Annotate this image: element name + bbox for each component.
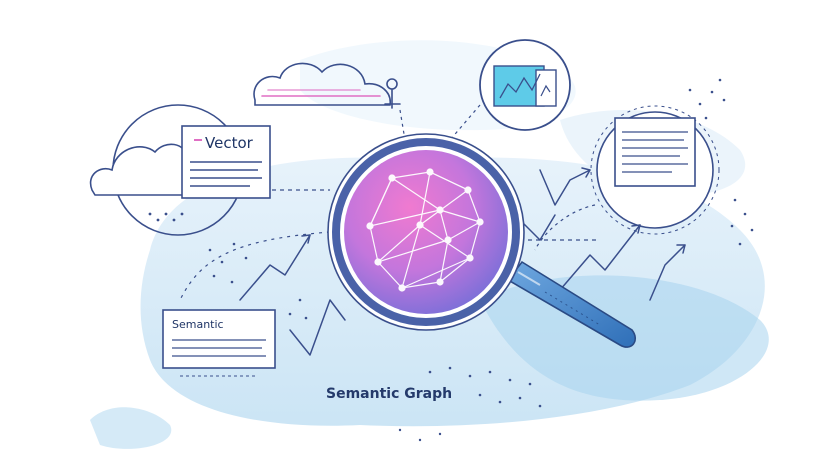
document-circle-icon bbox=[590, 105, 720, 235]
connector-lines bbox=[179, 104, 600, 301]
chart-icon bbox=[479, 39, 571, 131]
vector-document-card bbox=[181, 125, 271, 199]
dotted-trails bbox=[148, 78, 754, 442]
network-graph-icon bbox=[366, 168, 484, 292]
semantic-card-label: Semantic bbox=[172, 318, 224, 331]
magnifying-glass-icon bbox=[327, 133, 636, 348]
caption-text: Semantic Graph bbox=[326, 386, 453, 402]
semantic-document-card bbox=[162, 309, 276, 377]
arrow-icon bbox=[239, 167, 686, 356]
cloud-icon bbox=[253, 62, 401, 109]
vector-card-label: Vector bbox=[205, 134, 253, 152]
